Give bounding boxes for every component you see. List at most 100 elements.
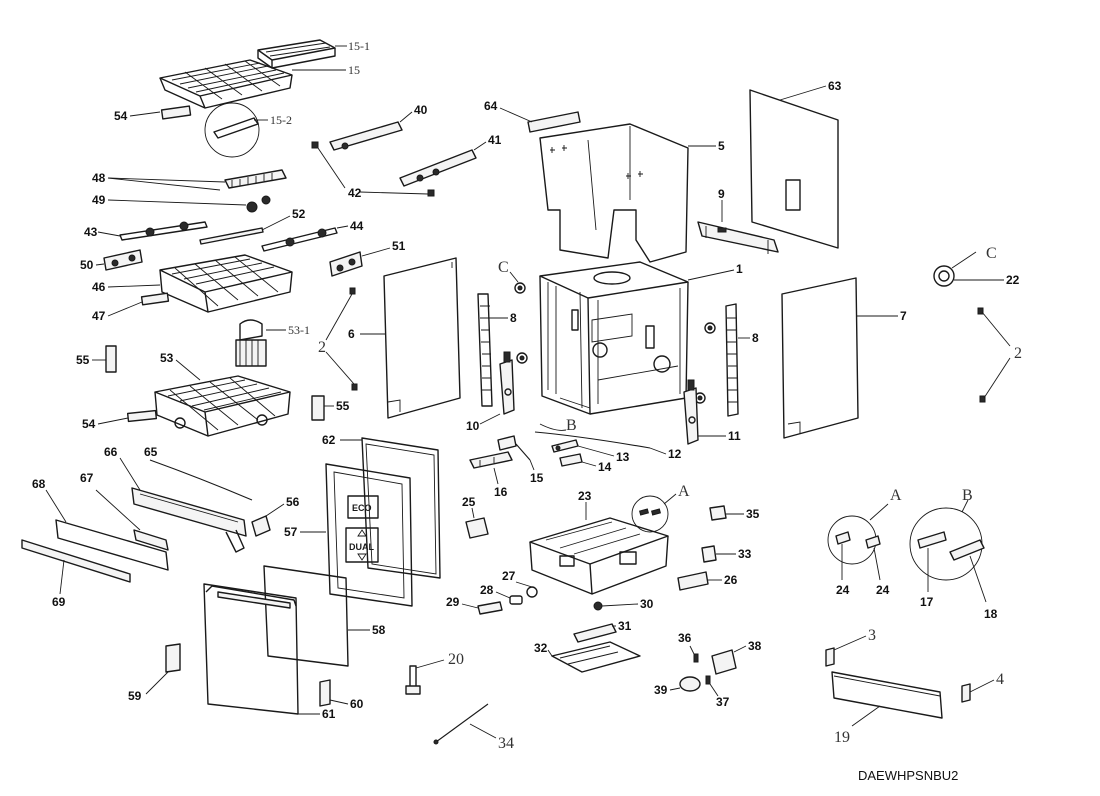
pump-38	[711, 649, 737, 675]
callout-10: 10	[466, 419, 480, 433]
rack-clip-55-right	[311, 395, 325, 421]
adjuster-51	[329, 251, 363, 277]
callout-2-left: 2	[318, 339, 326, 356]
cutlery-tray-15-1	[257, 39, 336, 69]
outer-door-61	[203, 583, 299, 715]
rail-41	[399, 149, 477, 187]
motor-39	[679, 676, 701, 692]
callout-37: 37	[716, 695, 730, 709]
callout-2-right: 2	[1014, 345, 1022, 362]
callout-49: 49	[92, 193, 106, 207]
seal-64	[527, 111, 581, 133]
middle-rack-46	[159, 254, 293, 313]
callout-34: 34	[498, 735, 514, 752]
leveling-foot-20	[405, 665, 421, 695]
sensor-14	[559, 453, 583, 467]
kick-plate-19	[831, 671, 943, 719]
callout-15-1: 15-1	[348, 39, 370, 53]
detail-ref-a-right: A	[890, 487, 902, 504]
callout-15-center: 15	[530, 471, 544, 485]
callout-63: 63	[828, 79, 842, 93]
side-rail-8-left	[477, 293, 493, 407]
door-bracket-59	[165, 643, 181, 673]
switch-15	[497, 435, 531, 461]
door-insulation-58	[263, 565, 349, 667]
detail-ref-b-center: B	[566, 417, 577, 434]
callout-69: 69	[52, 595, 66, 609]
callout-30: 30	[640, 597, 654, 611]
detail-ref-c-left: C	[498, 259, 509, 276]
callout-53-1: 53-1	[288, 323, 310, 337]
side-panel-7	[781, 277, 859, 439]
rack-clip-55-left	[105, 345, 117, 373]
detail-ref-c-right: C	[986, 245, 997, 262]
detail-ref-a-center: A	[678, 483, 690, 500]
callout-9: 9	[718, 187, 725, 201]
callout-6: 6	[348, 327, 355, 341]
door-latch-60	[319, 679, 331, 707]
clip-37	[705, 675, 711, 685]
sensor-13	[551, 439, 579, 453]
callout-11: 11	[728, 429, 741, 443]
rail-stop-42	[311, 141, 319, 149]
float-switch-31	[573, 623, 617, 643]
callout-60: 60	[350, 697, 364, 711]
callout-66: 66	[104, 445, 118, 459]
callout-23: 23	[578, 489, 592, 503]
callout-50: 50	[80, 258, 94, 272]
clip-36	[693, 653, 699, 663]
callout-13: 13	[616, 450, 630, 464]
callout-47: 47	[92, 309, 106, 323]
callout-31: 31	[618, 619, 632, 633]
rail-40	[329, 121, 403, 151]
callout-53: 53	[160, 351, 174, 365]
door-label-top: ECO	[352, 503, 372, 513]
callout-15-2: 15-2	[270, 113, 292, 127]
callout-54-upper: 54	[114, 109, 128, 123]
spray-hub-49	[246, 201, 258, 213]
callout-20: 20	[448, 651, 464, 668]
lower-rack-53	[154, 375, 291, 437]
rail-43	[119, 221, 208, 241]
callout-1: 1	[736, 262, 743, 276]
callout-36: 36	[678, 631, 692, 645]
callout-22: 22	[1006, 273, 1020, 287]
fastener-2-left	[349, 287, 356, 295]
hinge-11	[683, 379, 699, 445]
callout-15: 15	[348, 63, 360, 77]
adjuster-50	[103, 249, 143, 271]
bracket-9	[697, 221, 779, 254]
base-tray-23	[529, 517, 669, 595]
callout-65: 65	[144, 445, 158, 459]
callout-24-right: 24	[876, 583, 890, 597]
callout-19: 19	[834, 729, 850, 746]
callout-54-lower: 54	[82, 417, 96, 431]
callout-26: 26	[724, 573, 738, 587]
callout-62: 62	[322, 433, 336, 447]
callout-55-right: 55	[336, 399, 350, 413]
clip-29	[477, 601, 503, 615]
callout-39: 39	[654, 683, 668, 697]
callout-3: 3	[868, 627, 876, 644]
fitting-28	[509, 595, 523, 605]
spray-arm-48	[224, 169, 287, 189]
callout-5: 5	[718, 139, 725, 153]
clip-26	[677, 571, 709, 591]
callout-14: 14	[598, 460, 612, 474]
hinge-10	[499, 351, 515, 415]
callout-28: 28	[480, 583, 494, 597]
callout-59: 59	[128, 689, 142, 703]
trim-strip-69	[21, 539, 131, 583]
fitting-27	[526, 586, 538, 598]
callout-41: 41	[488, 133, 502, 147]
callout-55-left: 55	[76, 353, 90, 367]
callout-67: 67	[80, 471, 94, 485]
callout-43: 43	[84, 225, 98, 239]
clip-35	[709, 505, 727, 521]
fastener-2-right	[977, 307, 984, 315]
door-gasket-62	[361, 437, 441, 579]
callout-42: 42	[348, 186, 362, 200]
cutlery-basket-53-1	[235, 319, 267, 367]
side-panel-6	[383, 257, 461, 419]
